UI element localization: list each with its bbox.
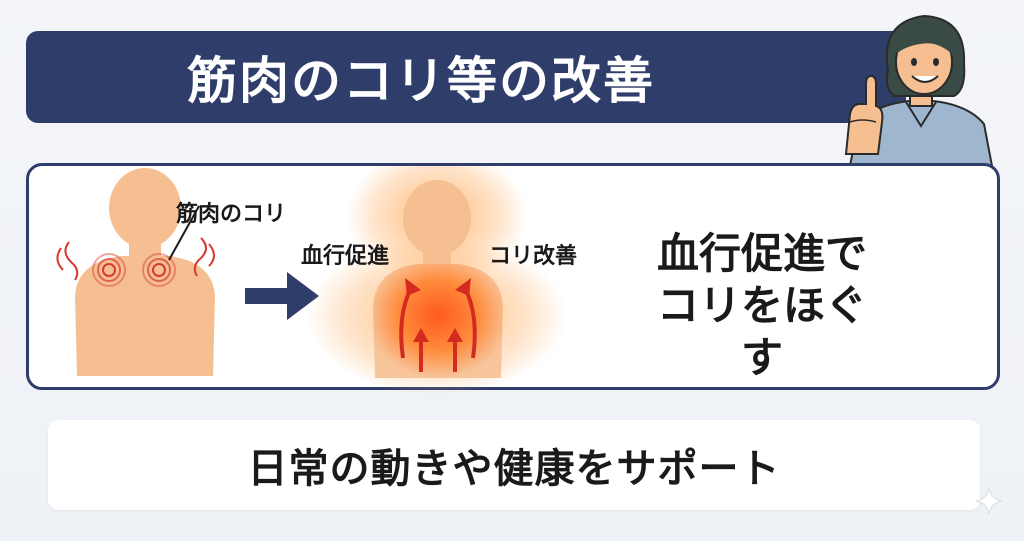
bottom-caption-box: 日常の動きや健康をサポート — [48, 420, 980, 510]
body-illustration — [56, 166, 567, 393]
relief-label: コリ改善 — [489, 244, 578, 269]
message-line-1: 血行促進で — [656, 229, 867, 278]
page-title: 筋肉のコリ等の改善 — [187, 52, 655, 110]
relief-figure — [307, 166, 567, 393]
title-banner: 筋肉のコリ等の改善 — [26, 31, 906, 123]
sparkle-icon — [976, 488, 1002, 514]
stiffness-label: 筋肉のコリ — [176, 202, 287, 227]
bottom-caption: 日常の動きや健康をサポート — [247, 446, 781, 492]
illustration-panel: 筋肉のコリ 血行促進 コリ改善 血行促進で コリをほぐす — [26, 163, 1000, 393]
arrow-right-icon — [245, 272, 319, 320]
woman-pointing-icon — [844, 14, 994, 166]
message-line-2: コリをほぐす — [656, 281, 867, 382]
main-message: 血行促進で コリをほぐす — [637, 228, 887, 384]
blood-flow-label: 血行促進 — [301, 244, 390, 269]
stiff-figure — [56, 168, 215, 376]
